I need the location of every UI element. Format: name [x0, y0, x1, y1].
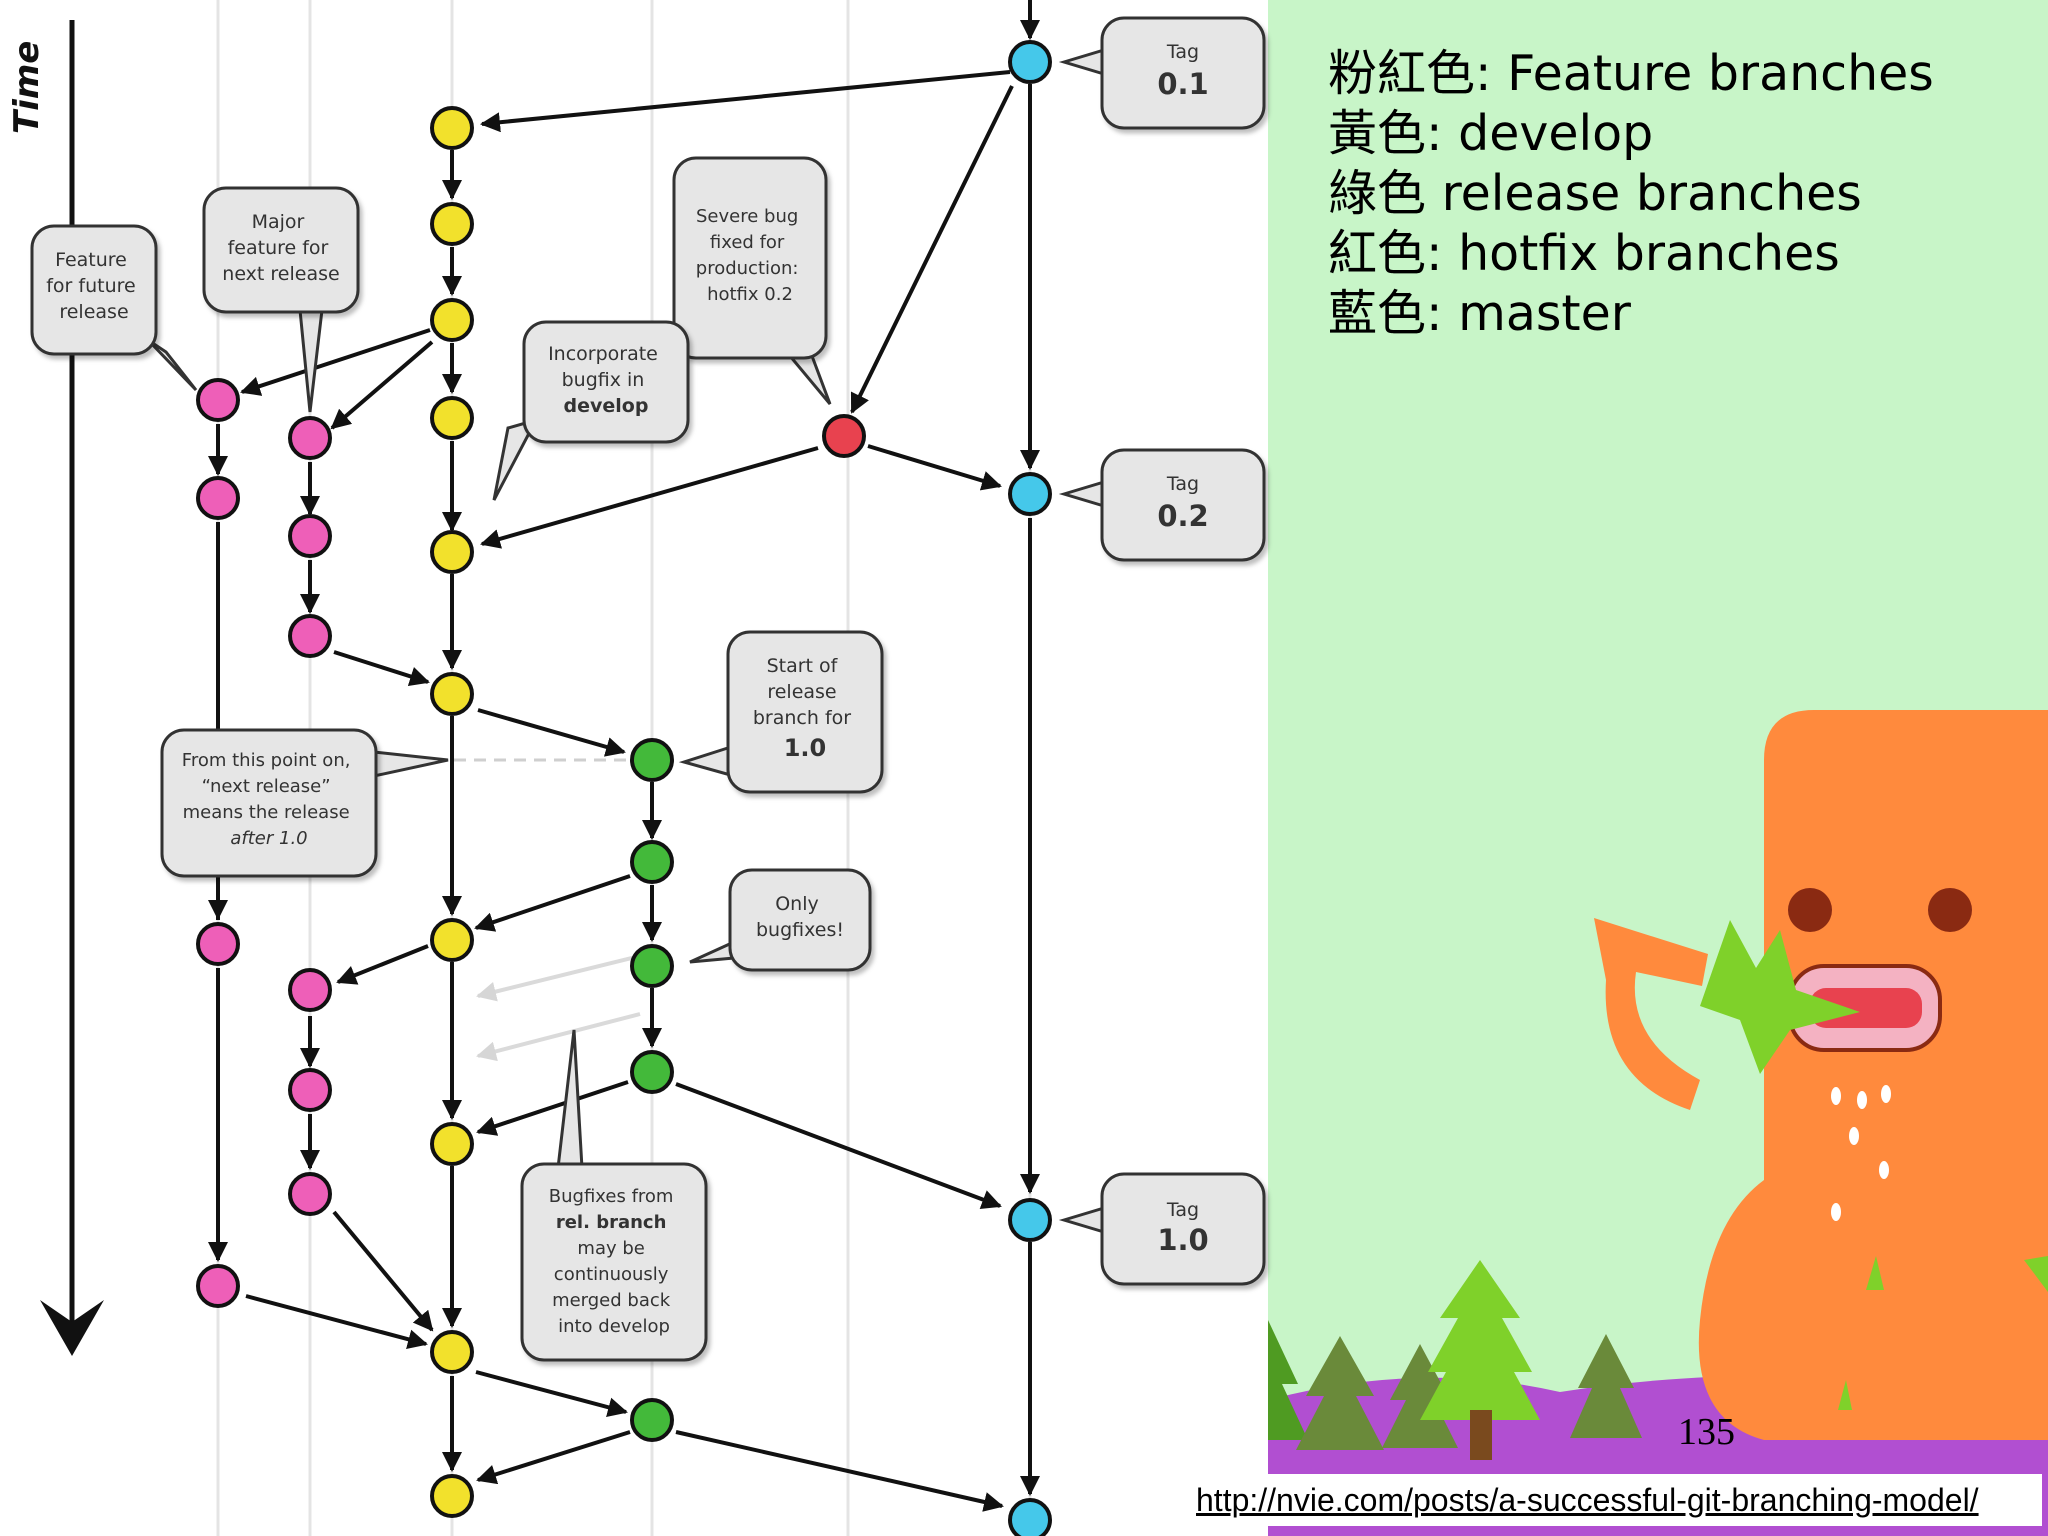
svg-text:From this point on, “nex: From this point on, “next release” means… — [182, 750, 356, 849]
callout-line: Start of — [767, 655, 839, 677]
callout-line: release — [767, 681, 836, 703]
release-commit — [630, 1050, 674, 1094]
callout-line: feature for — [228, 237, 329, 259]
tag-label: Tag — [1166, 41, 1199, 63]
develop-commit — [430, 106, 474, 150]
callout-line: Incorporate — [548, 343, 658, 365]
svg-text:Only bugfixes!: Only bugfixes! — [756, 893, 844, 941]
callout-feature-future: Feature for future release — [30, 224, 198, 392]
callout-severe-bug: Severe bug fixed for production: hotfix … — [672, 156, 832, 405]
legend-item-release: 綠色 release branches — [1328, 165, 1862, 222]
feature-commit — [288, 968, 332, 1012]
tag-callout: Tag 1.0 — [1058, 1172, 1266, 1286]
callout-line: after 1.0 — [230, 828, 307, 849]
callout-line: means the release — [183, 802, 350, 823]
callout-line: Feature — [55, 249, 127, 271]
callout-line: hotfix 0.2 — [707, 284, 793, 305]
tag-version: 0.2 — [1157, 499, 1208, 533]
callout-line: merged back — [552, 1290, 671, 1311]
callout-line: fixed for — [710, 232, 785, 253]
callout-line: bugfixes! — [756, 919, 844, 941]
callout-next-release: From this point on, “next release” means… — [160, 728, 449, 878]
branch-color-legend: 粉紅色: Feature branches 黃色: develop 綠色 rel… — [1328, 44, 2028, 344]
callout-line: production: — [696, 258, 799, 279]
callout-line: rel. branch — [556, 1212, 667, 1233]
master-commit — [1008, 1498, 1052, 1536]
legend-item-hotfix: 紅色: hotfix branches — [1328, 225, 1840, 282]
source-link[interactable]: http://nvie.com/posts/a-successful-git-b… — [1176, 1474, 2042, 1526]
callout-start-release: Start of release branch for 1.0 — [678, 630, 884, 794]
callout-line: may be — [577, 1238, 644, 1259]
legend-item-master: 藍色: master — [1328, 285, 1631, 342]
callout-line: branch for — [753, 707, 851, 729]
svg-text:Major feature for: Major feature for next release — [222, 211, 339, 285]
master-commit — [1008, 40, 1052, 84]
develop-commit — [430, 1122, 474, 1166]
mascot-illustration — [1268, 710, 2048, 1536]
legend-item-feature: 粉紅色: Feature branches — [1328, 45, 1934, 102]
callout-line: release — [59, 301, 128, 323]
svg-text:Feature for future: Feature for future release — [46, 249, 142, 323]
feature-commit — [288, 614, 332, 658]
feature-commit — [288, 416, 332, 460]
callout-line: next release — [222, 263, 339, 285]
master-commit — [1008, 1198, 1052, 1242]
callout-line: 1.0 — [784, 734, 827, 762]
callout-line: bugfix in — [562, 369, 645, 391]
callout-major-feature: Major feature for next release — [202, 186, 360, 413]
release-commit — [630, 1398, 674, 1442]
develop-commit — [430, 298, 474, 342]
tag-callout: Tag 0.2 — [1058, 448, 1266, 562]
page-number: 135 — [1678, 1411, 1735, 1453]
callout-line: Severe bug — [696, 206, 798, 227]
tag-label: Tag — [1166, 1199, 1199, 1221]
feature-commit — [288, 1068, 332, 1112]
release-commit — [630, 944, 674, 988]
commit-nodes — [196, 40, 1052, 1536]
release-commit — [630, 840, 674, 884]
callout-line: continuously — [554, 1264, 669, 1285]
callout-line: From this point on, — [182, 750, 351, 771]
svg-text:Incorporate bugfix in: Incorporate bugfix in develop — [548, 343, 664, 417]
tag-label: Tag — [1166, 473, 1199, 495]
develop-commit — [430, 202, 474, 246]
callout-line: “next release” — [202, 776, 331, 797]
feature-commit — [196, 922, 240, 966]
branch-lines — [208, 0, 1040, 1512]
feature-commit — [196, 476, 240, 520]
callout-line: for future — [46, 275, 135, 297]
callout-line: develop — [564, 395, 649, 417]
callout-line: Major — [252, 211, 305, 233]
develop-commit — [430, 530, 474, 574]
svg-text:Start of release b: Start of release branch for 1.0 — [753, 655, 857, 762]
tag-version: 0.1 — [1157, 67, 1208, 101]
develop-commit — [430, 918, 474, 962]
develop-commit — [430, 1474, 474, 1518]
tag-callout: Tag 0.1 — [1058, 16, 1266, 130]
feature-commit — [196, 1264, 240, 1308]
callout-bugfixes-from: Bugfixes from rel. branch may be continu… — [520, 1029, 708, 1362]
svg-text:Bugfixes from rel. branc: Bugfixes from rel. branch may be continu… — [549, 1186, 679, 1337]
tag-version: 1.0 — [1157, 1223, 1208, 1257]
feature-commit — [288, 1172, 332, 1216]
legend-item-develop: 黃色: develop — [1328, 105, 1654, 162]
callout-line: Bugfixes from — [549, 1186, 674, 1207]
callout-line: Only — [775, 893, 819, 915]
develop-commit — [430, 672, 474, 716]
develop-commit — [430, 1330, 474, 1374]
master-commit — [1008, 472, 1052, 516]
feature-commit — [196, 378, 240, 422]
callout-line: into develop — [558, 1316, 670, 1337]
release-commit — [630, 738, 674, 782]
time-axis-label: Time — [7, 41, 47, 134]
develop-commit — [430, 396, 474, 440]
callout-incorporate: Incorporate bugfix in develop — [492, 320, 690, 501]
feature-commit — [288, 514, 332, 558]
callout-only-bugfixes: Only bugfixes! — [689, 868, 872, 972]
hotfix-commit — [822, 414, 866, 458]
svg-text:Severe bug fixed for: Severe bug fixed for production: hotfix … — [696, 206, 804, 305]
